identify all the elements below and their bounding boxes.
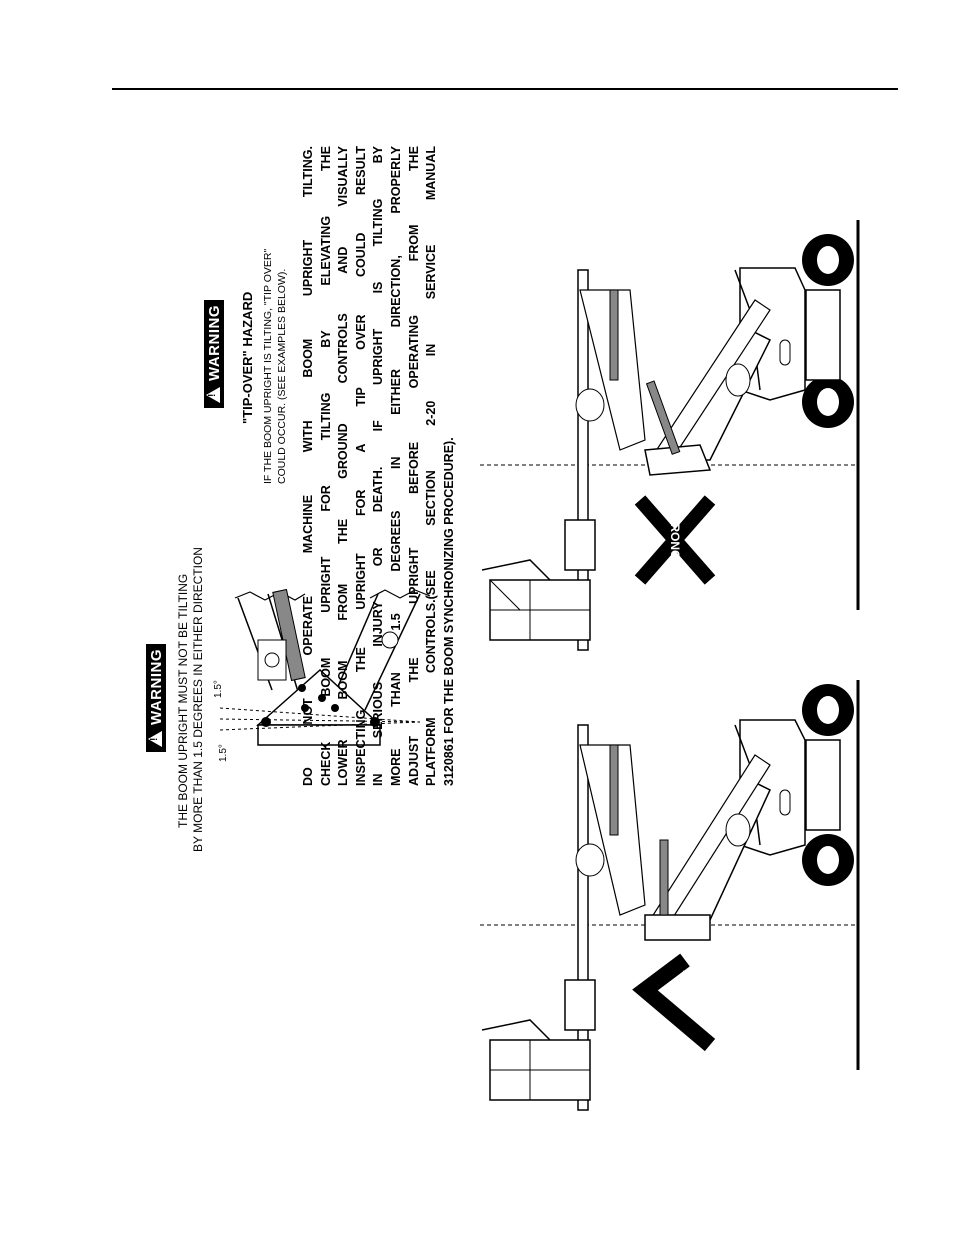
angle-upper-label: 1.5° — [213, 680, 224, 698]
wrong-marker: WRONG — [634, 495, 716, 585]
wrong-label: WRONG — [668, 512, 682, 559]
header-rule — [112, 88, 898, 90]
warning-triangle-icon — [206, 387, 220, 403]
hazard-body-line: LOWER BOOM FROM THE GROUND CONTROLS AND … — [336, 146, 351, 786]
angle-lower-label: 1.5° — [218, 744, 229, 762]
hydraulic-cylinder — [272, 588, 306, 682]
left-warning-badge-label: WARNING — [148, 649, 165, 725]
left-warning-line1: THE BOOM UPRIGHT MUST NOT BE TILTING — [176, 573, 190, 828]
hazard-body: DO NOT OPERATE MACHINE WITH BOOM UPRIGHT… — [300, 146, 458, 786]
hazard-body-line: INSPECTING THE UPRIGHT FOR A TIP OVER CO… — [353, 146, 368, 786]
upright-break-line — [234, 591, 306, 601]
lower-boom-break-line — [369, 589, 431, 599]
hazard-body-line: DO NOT OPERATE MACHINE WITH BOOM UPRIGHT… — [301, 146, 315, 786]
hazard-body-line: IN SERIOUS INJURY OR DEATH. IF UPRIGHT I… — [371, 146, 386, 786]
hazard-body-line: PLATFORM CONTROLS.(SEE SECTION 2-20 IN S… — [424, 146, 439, 786]
right-warning-badge: WARNING — [204, 300, 224, 408]
wrong-example: WRONG — [480, 220, 860, 651]
left-warning-line2: BY MORE THAN 1.5 DEGREES IN EITHER DIREC… — [191, 547, 205, 852]
hazard-body-line: ADJUST THE UPRIGHT BEFORE OPERATING FROM… — [406, 146, 421, 786]
hazard-body-line: 3120861 FOR THE BOOM SYNCHRONIZING PROCE… — [441, 437, 456, 786]
tilt-detail-diagram: 1.5° 1.5° — [213, 588, 431, 762]
right-warning-badge-label: WARNING — [206, 305, 223, 381]
hazard-sub-line2: COULD OCCUR. (SEE EXAMPLES BELOW). — [276, 268, 288, 484]
hazard-sub-line1: IF THE BOOM UPRIGHT IS TILTING, "TIP OVE… — [262, 248, 274, 484]
machine-examples: WRONG RIGHT — [480, 220, 860, 1111]
right-marker: RIGHT — [632, 953, 716, 1052]
warning-triangle-icon — [148, 731, 162, 747]
hazard-title: "TIP-OVER" HAZARD — [240, 291, 255, 424]
hazard-body-line: MORE THAN 1.5 DEGREES IN EITHER DIRECTIO… — [388, 146, 403, 786]
right-label: RIGHT — [680, 970, 694, 1008]
right-example: RIGHT — [480, 680, 860, 1111]
left-warning-badge: WARNING — [146, 644, 166, 752]
hazard-body-line: CHECK BOOM UPRIGHT FOR TILTING BY ELEVAT… — [318, 146, 333, 786]
